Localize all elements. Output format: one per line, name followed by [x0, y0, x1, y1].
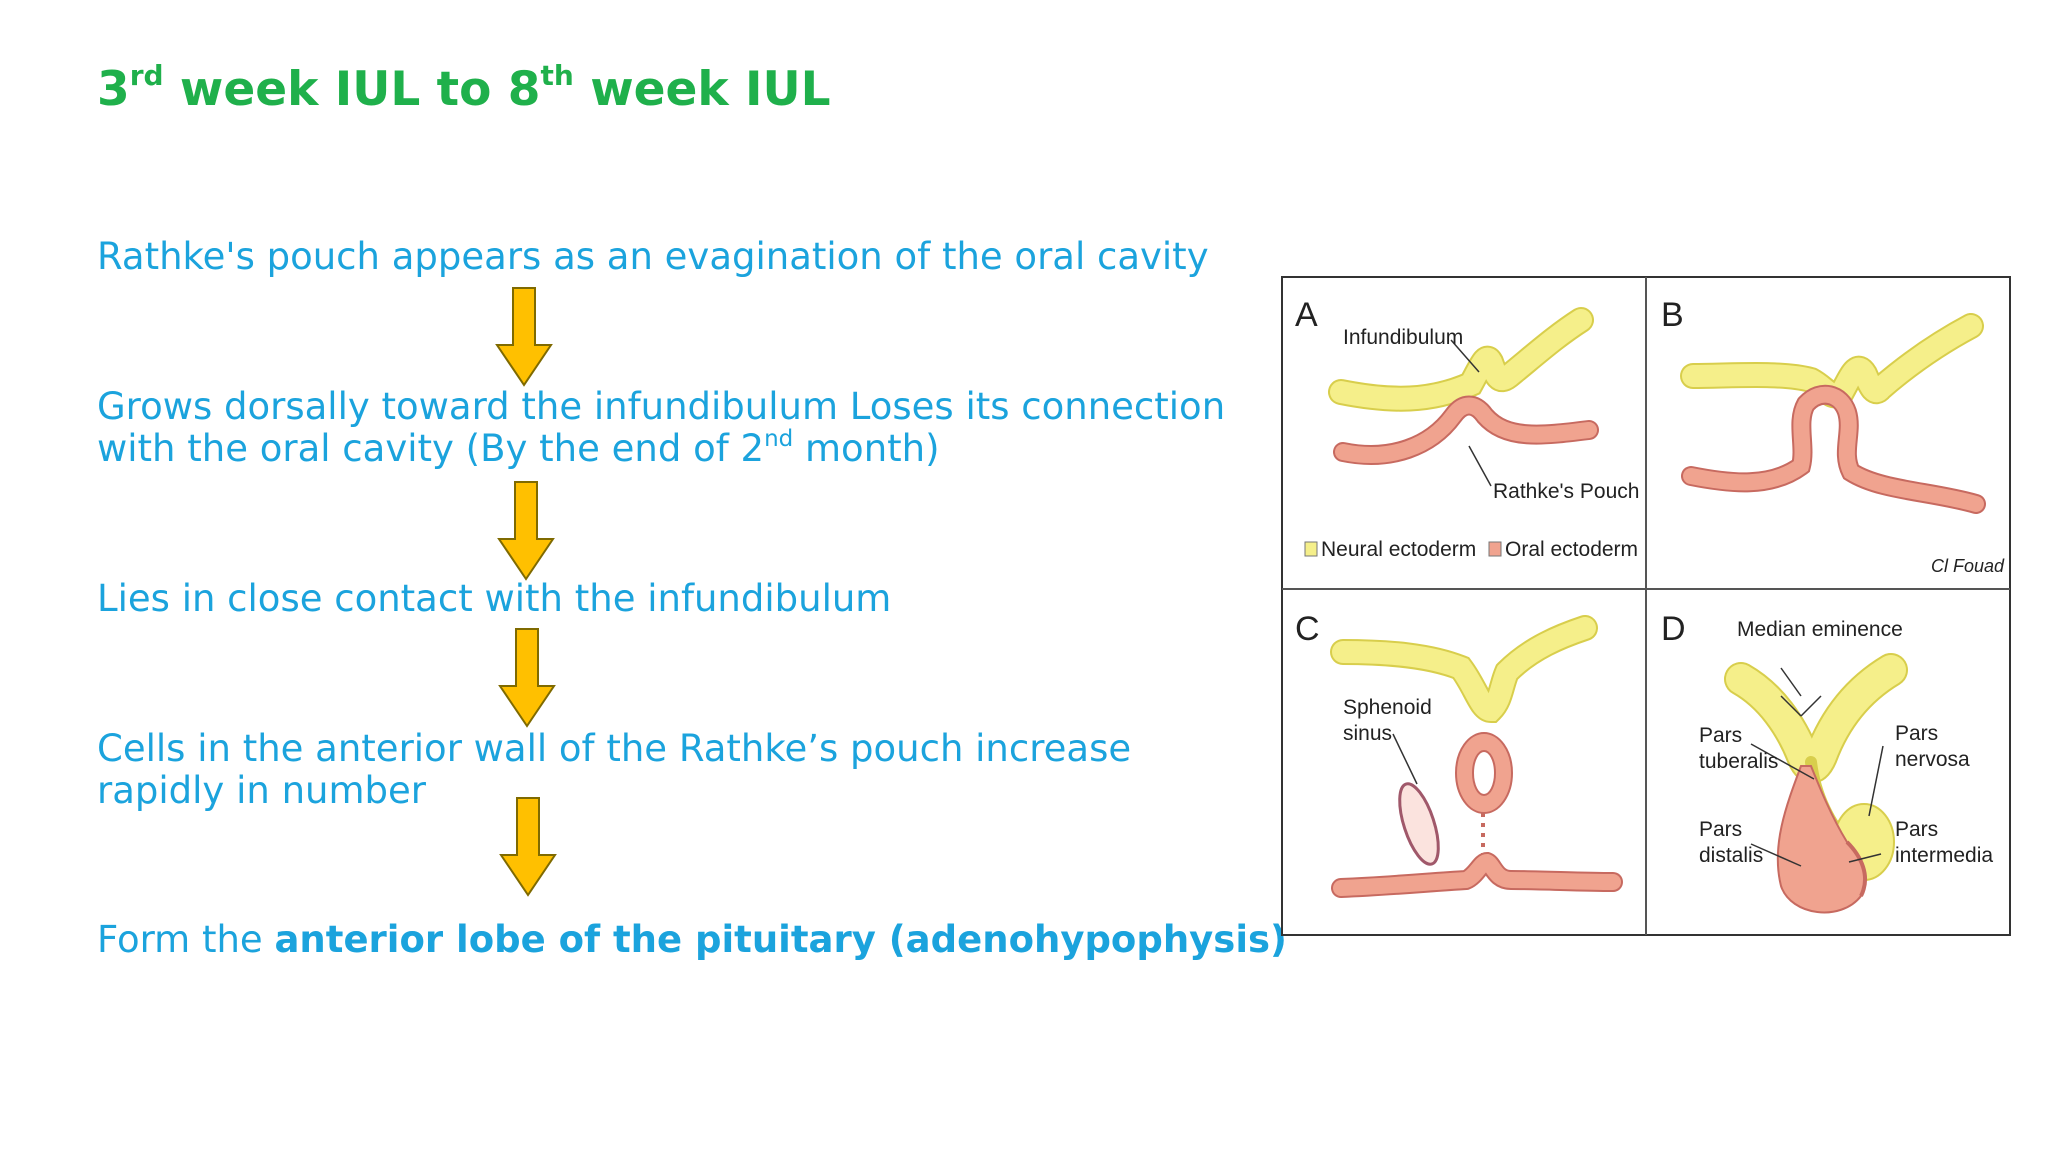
down-arrow-icon — [498, 628, 556, 728]
step-5-text: Form the anterior lobe of the pituitary … — [97, 918, 1287, 961]
step-3-text: Lies in close contact with the infundibu… — [97, 577, 892, 620]
panel-d: D Median eminence Pars tuberalis Pars ne… — [1661, 610, 1993, 914]
pars-intermedia-label-2: intermedia — [1895, 844, 1993, 867]
rathkes-pouch-label: Rathke's Pouch — [1493, 480, 1639, 503]
panel-c-letter: C — [1295, 610, 1320, 648]
sinus-label: sinus — [1343, 722, 1392, 745]
median-eminence-label: Median eminence — [1737, 618, 1903, 641]
pars-tuberalis-label-2: tuberalis — [1699, 750, 1778, 773]
sphenoid-label: Sphenoid — [1343, 696, 1432, 719]
down-arrow-icon — [499, 797, 557, 897]
pars-distalis-shape — [1776, 765, 1866, 914]
panel-a-letter: A — [1295, 296, 1318, 334]
step-2-text: Grows dorsally toward the infundibulum L… — [97, 385, 1226, 470]
step-1-text: Rathke's pouch appears as an evagination… — [97, 235, 1209, 278]
infundibulum-label: Infundibulum — [1343, 326, 1463, 349]
pars-nervosa-label-2: nervosa — [1895, 748, 1970, 771]
pars-distalis-label: Pars — [1699, 818, 1742, 841]
legend-neural-label: Neural ectoderm — [1321, 538, 1476, 561]
artist-signature: Cl Fouad — [1931, 556, 2005, 576]
legend-oral-swatch — [1488, 541, 1502, 557]
panel-d-letter: D — [1661, 610, 1686, 648]
sphenoid-sinus-shape — [1398, 782, 1440, 866]
pars-distalis-label-2: distalis — [1699, 844, 1763, 867]
pituitary-development-figure: A Infundibulum Rathke's Pouch Neural ect… — [1281, 276, 2011, 936]
down-arrow-icon — [495, 287, 553, 387]
panel-a: A Infundibulum Rathke's Pouch Neural ect… — [1295, 296, 1639, 561]
step-4-text: Cells in the anterior wall of the Rathke… — [97, 727, 1132, 812]
panel-c: C Sphenoid sinus — [1295, 610, 1623, 898]
legend-oral-label: Oral ectoderm — [1505, 538, 1638, 561]
pars-intermedia-label: Pars — [1895, 818, 1938, 841]
slide-title: 3rd week IUL to 8th week IUL — [97, 59, 831, 118]
pars-nervosa-label: Pars — [1895, 722, 1938, 745]
pars-tuberalis-label: Pars — [1699, 724, 1742, 747]
panel-b: B Cl Fouad — [1661, 296, 2005, 576]
legend-neural-swatch — [1304, 541, 1318, 557]
panel-b-letter: B — [1661, 296, 1684, 334]
down-arrow-icon — [497, 481, 555, 581]
